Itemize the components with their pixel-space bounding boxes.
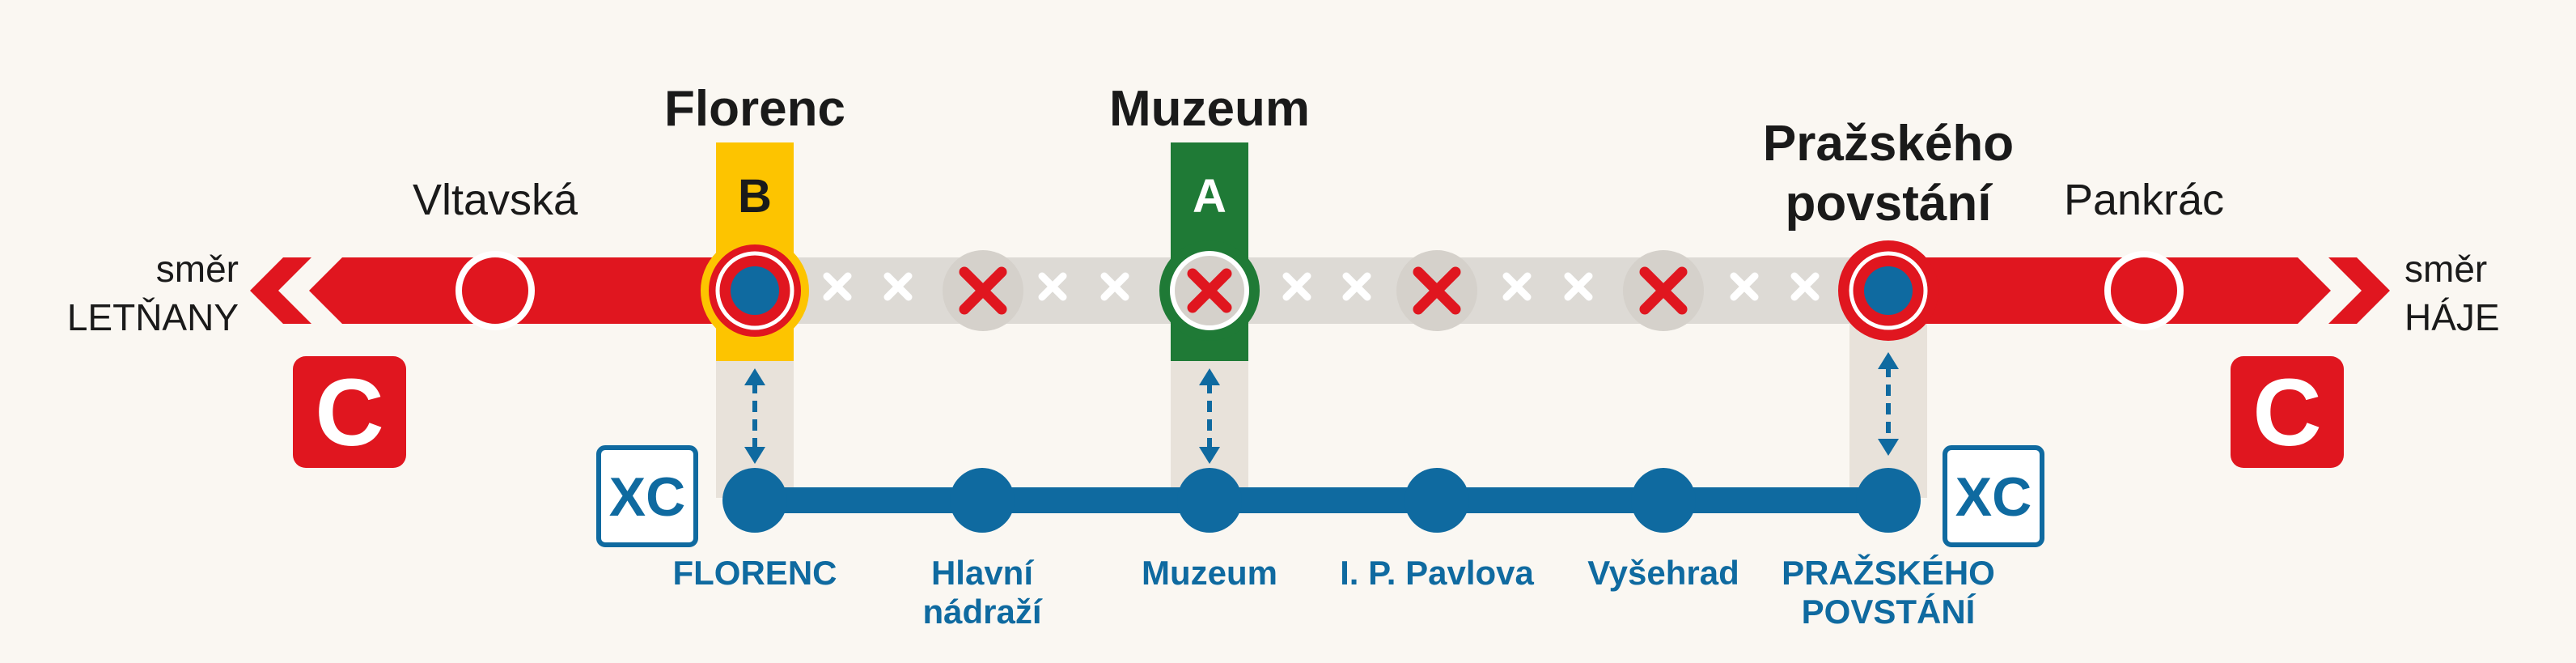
xc-badge-left: XC: [596, 445, 698, 547]
stop-label-muzeum: Muzeum: [1142, 554, 1277, 592]
closed-section-band: [752, 257, 1885, 324]
stop-label-vysehrad: Vyšehrad: [1587, 554, 1739, 592]
station-name-prazskeho-1: Pražského: [1763, 116, 2014, 172]
svg-text:C: C: [2252, 359, 2321, 466]
chevron-right-icon: [2328, 257, 2390, 324]
station-name-pankrac: Pankrác: [2064, 176, 2224, 224]
station-florenc-core: [731, 266, 779, 315]
direction-right-terminus: HÁJE: [2404, 296, 2500, 338]
stop-label-hlavni-2: nádraží: [922, 593, 1042, 631]
station-pankrac-dot: [2104, 251, 2184, 330]
station-prazskeho-core: [1864, 266, 1913, 315]
arrow-up-icon: [1878, 352, 1899, 369]
line-a-label: A: [1193, 170, 1227, 223]
station-florenc-ring: [715, 251, 794, 330]
arrow-down-icon: [1199, 447, 1220, 464]
stop-label-prazskeho-2: POVSTÁNÍ: [1802, 593, 1976, 631]
direction-left-prefix: směr: [156, 248, 239, 290]
svg-text:XC: XC: [1955, 466, 2032, 528]
chevron-left-icon: [250, 257, 311, 324]
svg-text:XC: XC: [609, 466, 685, 528]
arrow-down-icon: [1878, 439, 1899, 456]
arrow-down-icon: [744, 447, 765, 464]
stop-label-ip-pavlova: I. P. Pavlova: [1340, 554, 1534, 592]
line-c-badge-right: C: [2231, 356, 2344, 468]
replacement-stop-dots: [722, 468, 1921, 533]
closed-x-icon: [1187, 268, 1232, 313]
arrow-up-icon: [1199, 368, 1220, 385]
direction-right-prefix: směr: [2404, 248, 2487, 290]
station-name-muzeum: Muzeum: [1109, 81, 1310, 137]
station-vltavska-dot: [455, 251, 535, 330]
closed-station-1: [943, 250, 1023, 331]
line-b-label: B: [738, 170, 772, 223]
station-prazskeho-ring: [1849, 251, 1928, 330]
svg-text:C: C: [315, 359, 383, 466]
station-name-florenc: Florenc: [664, 81, 845, 137]
closed-station-2: [1396, 250, 1477, 331]
direction-left-terminus: LETŇANY: [67, 296, 239, 338]
xc-badge-right: XC: [1943, 445, 2044, 547]
closed-section-markers: [823, 272, 1820, 301]
station-name-vltavska: Vltavská: [413, 176, 578, 224]
closed-station-3: [1623, 250, 1704, 331]
replacement-line: [755, 487, 1888, 513]
stop-label-hlavni-1: Hlavní: [931, 554, 1034, 592]
station-name-prazskeho-2: povstání: [1786, 176, 1993, 232]
line-c-badge-left: C: [293, 356, 406, 468]
arrow-up-icon: [744, 368, 765, 385]
stop-label-florenc: FLORENC: [673, 554, 837, 592]
stop-label-prazskeho-1: PRAŽSKÉHO: [1782, 553, 1995, 592]
